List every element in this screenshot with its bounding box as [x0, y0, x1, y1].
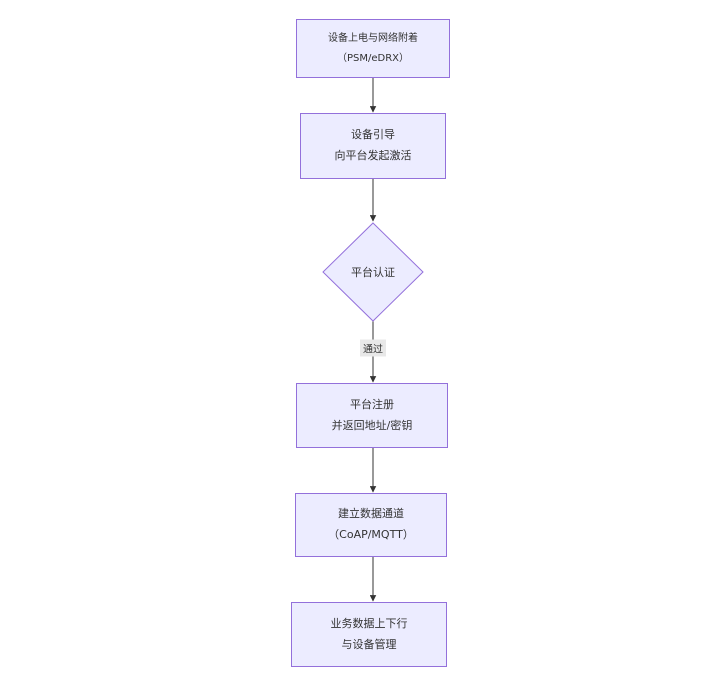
- edge-label-pass: 通过: [360, 339, 386, 357]
- node-line: （CoAP/MQTT）: [328, 528, 414, 541]
- node-line: 设备上电与网络附着: [328, 32, 418, 44]
- node-line: 与设备管理: [341, 637, 397, 651]
- node-line: 建立数据通道: [338, 507, 404, 521]
- node-device-bootstrap: 设备引导 向平台发起激活: [300, 113, 446, 179]
- node-device-power-attach: 设备上电与网络附着 （PSM/eDRX）: [296, 19, 450, 78]
- node-line: 并返回地址/密钥: [331, 418, 413, 432]
- node-line: 平台注册: [350, 397, 394, 411]
- decision-diamond-shape: [322, 222, 424, 322]
- node-line: （PSM/eDRX）: [336, 52, 410, 64]
- node-line: 业务数据上下行: [330, 616, 408, 630]
- node-platform-auth-label: 平台认证: [351, 266, 395, 279]
- node-business-data: 业务数据上下行 与设备管理: [291, 602, 447, 667]
- node-line: 向平台发起激活: [334, 149, 412, 162]
- node-platform-register: 平台注册 并返回地址/密钥: [296, 383, 448, 448]
- node-data-channel: 建立数据通道 （CoAP/MQTT）: [295, 493, 447, 557]
- node-line: 设备引导: [351, 128, 395, 142]
